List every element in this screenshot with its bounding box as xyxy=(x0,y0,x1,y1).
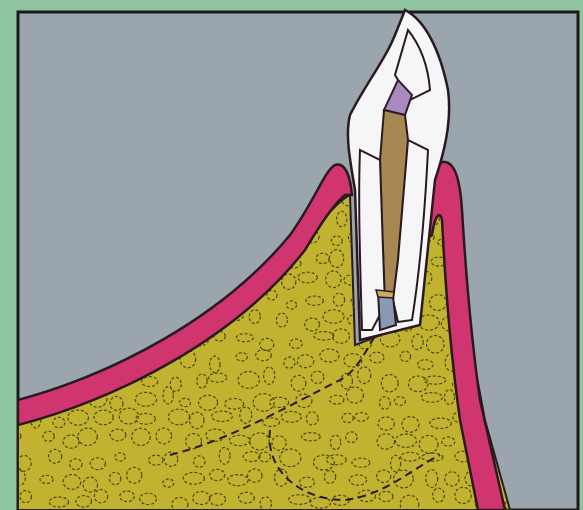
root-apex-cap xyxy=(376,290,394,298)
